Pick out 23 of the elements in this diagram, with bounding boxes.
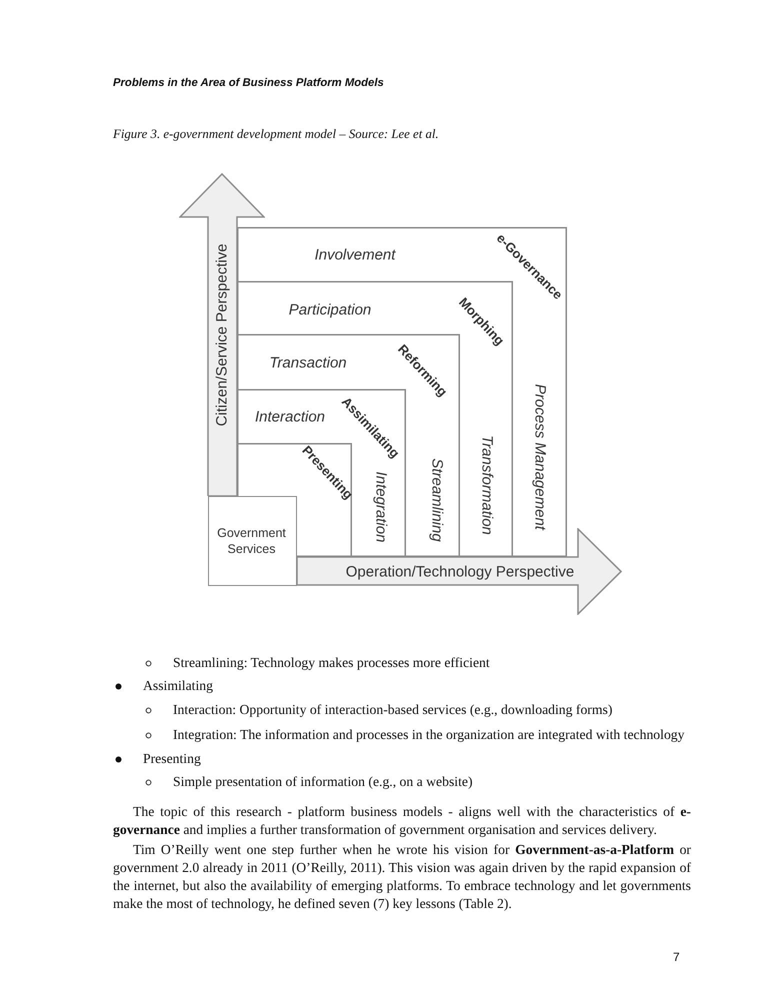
list-item-text: Simple presentation of information (e.g., on a website) [173,773,473,791]
focus-label: Process Management [531,384,549,530]
figure-caption: Figure 3. e-government development model – Source: Lee et al. [113,127,439,142]
level-label: Interaction [254,408,326,426]
list-item-text: Assimilating [143,677,213,695]
list-item-text: Integration: The information and processes in the organization are integrated with technology [173,726,684,744]
level-label: Participation [288,301,372,319]
focus-label: Transformation [478,435,496,535]
origin-panel [208,496,297,586]
axis-label: Citizen/Service Perspective [213,244,231,426]
focus-label: Integration [372,472,390,542]
list-item-text: Presenting [143,750,201,768]
focus-label: Streamlining [428,458,446,542]
page-number: 7 [673,950,680,964]
running-header: Problems in the Area of Business Platform Models [113,77,384,89]
list-item-text: Streamlining: Technology makes processes more efficient [173,654,490,672]
axis-label: Operation/Technology Perspective [346,563,574,581]
body-paragraph: The topic of this research - platform business models - aligns well with the characteristics of e-governance and implies a further transformation of government organisation and services delivery. [113,803,691,840]
level-label: Involvement [314,246,396,264]
box-label: Government Services [216,524,287,557]
list-item-text: Interaction: Opportunity of interaction-based services (e.g., downloading forms) [173,701,612,719]
body-paragraph: Tim O’Reilly went one step further when he wrote his vision for Government-as-a-Platform or government 2.0 already in 2011 (O’Reilly, 2011). This vision was again driven by the rapid expansion of the internet, but also the availability of emerging platforms. To embrace technology and let governments make the most of technology, he defined seven (7) key lessons (Table 2). [113,840,691,914]
level-label: Transaction [269,354,347,372]
